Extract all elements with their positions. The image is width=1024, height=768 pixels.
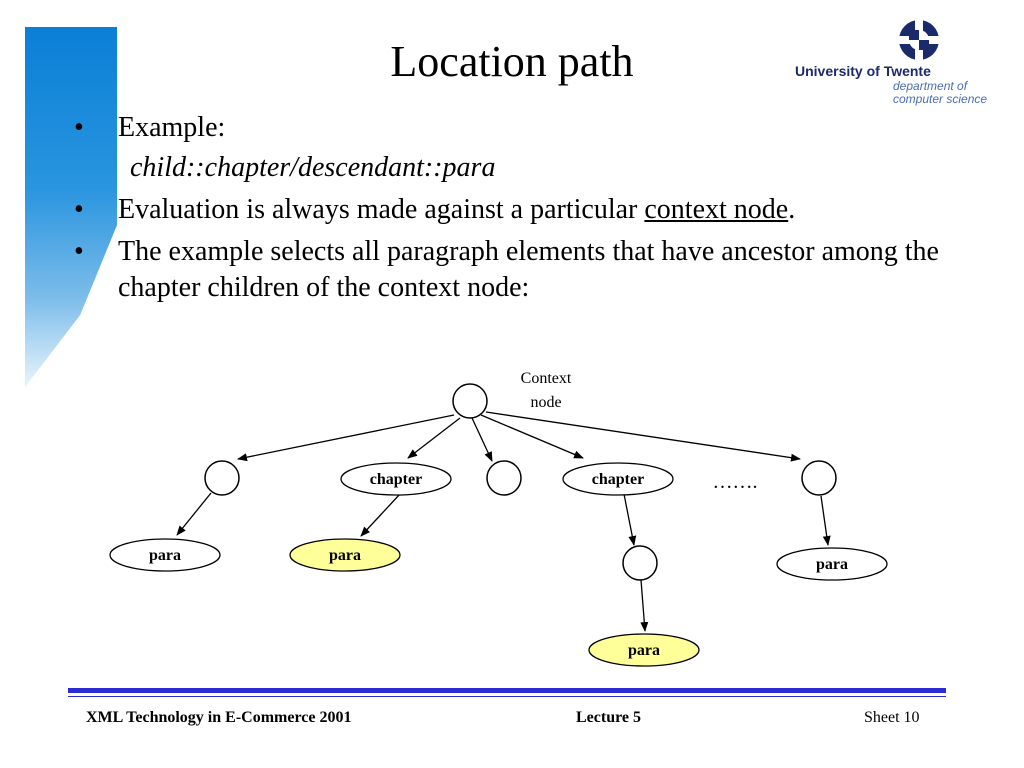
bullet-text: Example: [118,112,226,143]
university-logo [897,18,941,62]
para-node-highlighted-2 [588,633,700,667]
edge-root-to-node1 [237,414,455,462]
child-node-1 [204,460,240,496]
example-location-path: child::chapter/descendant::para [130,152,496,183]
footer-rule [68,688,946,693]
location-path-tree-diagram: Context node chapter chapter ……. para pa… [109,370,888,667]
edge-node5-to-para [820,495,831,546]
bullet-item-selection: • The example selects all paragraph elem… [74,234,974,306]
chapter-node-1-label: chapter [370,471,422,488]
slide-title: Location path [390,37,634,86]
child-node-3 [486,460,522,496]
footer-sheet: Sheet 10 [864,709,920,726]
edge-chapter1-to-para [360,493,401,537]
university-name: University of Twente [795,63,931,79]
para-node-highlighted-1-label: para [329,547,361,564]
edge-root-to-chapter1 [407,417,461,459]
context-node [452,383,488,419]
para-node-1-label: para [149,547,181,564]
descendant-node [622,545,658,581]
bullet-text: The example selects all paragraph elemen… [118,236,939,303]
para-node-1 [109,538,221,572]
edge-root-to-node5 [485,411,801,462]
bullet-list: • Example: child::chapter/descendant::pa… [74,110,974,312]
edge-root-to-chapter2 [480,414,584,459]
more-nodes-ellipsis: ……. [713,471,758,493]
chapter-node-2-label: chapter [592,471,644,488]
department-name: department of computer science [893,80,987,106]
edge-node-to-para [640,579,649,632]
logo-emblem-icon [897,18,941,62]
department-line-1: department of [893,79,968,93]
edge-node1-to-para [176,492,212,536]
footer-lecture: Lecture 5 [576,709,642,726]
edge-root-to-node3 [471,417,493,462]
context-node-link[interactable]: context node [644,194,789,225]
bullet-dot-icon: • [74,112,84,143]
context-node-label-line1: Context [521,370,572,387]
bullet-item-example: • Example: [74,110,974,146]
context-node-label-line2: node [530,394,561,411]
bullet-dot-icon: • [74,194,84,225]
footer-course: XML Technology in E-Commerce 2001 [86,709,352,726]
chapter-node-2 [562,462,674,496]
para-node-highlighted-2-label: para [628,642,660,659]
footer-rule-thin [68,696,946,697]
chapter-node-1 [340,462,452,496]
para-node-3 [776,547,888,581]
bullet-item-evaluation: • Evaluation is always made against a pa… [74,192,974,228]
department-line-2: computer science [893,92,988,106]
para-node-3-label: para [816,556,848,573]
child-node-5 [801,460,837,496]
para-node-highlighted-1 [289,538,401,572]
edge-chapter2-to-node [623,493,637,546]
bullet-dot-icon: • [74,236,84,267]
bullet-text: Evaluation is always made against a part… [118,194,645,225]
bullet-text-end: . [788,194,796,225]
